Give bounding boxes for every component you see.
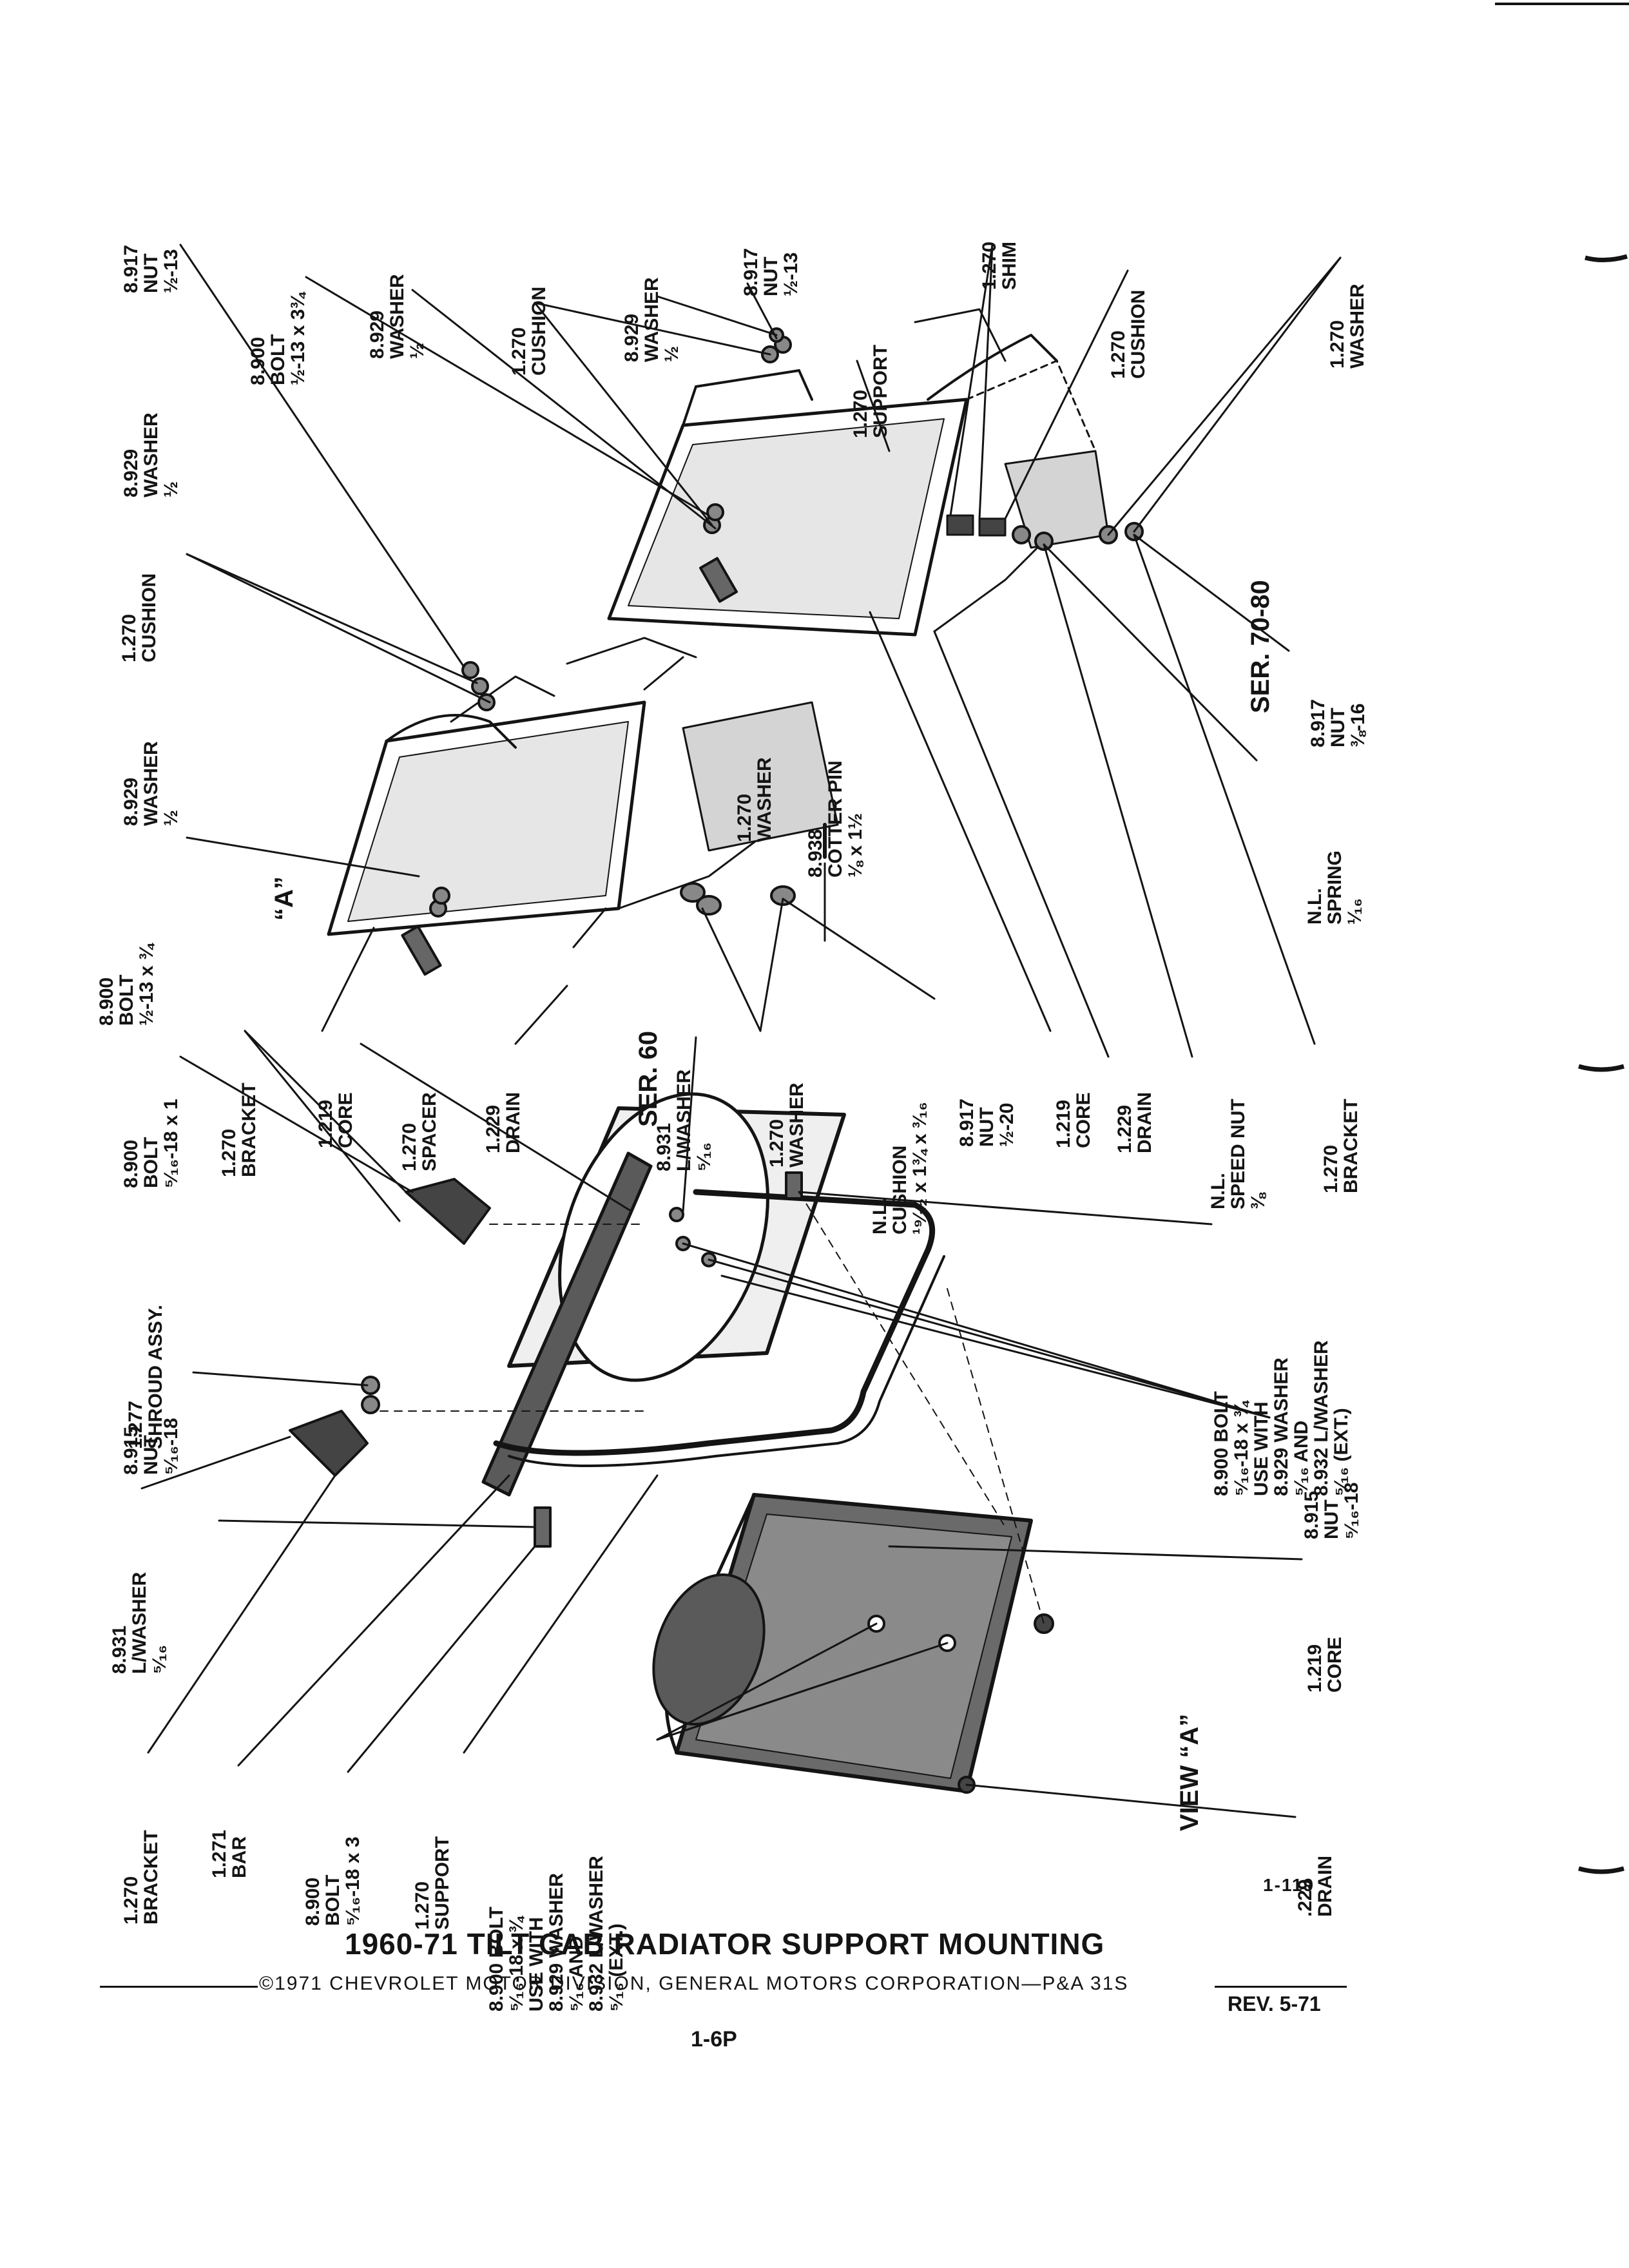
page-number: 1-6P [691, 2027, 737, 2052]
shroud-assembly [289, 1092, 945, 1548]
document-title: 1960-71 TILT CAB RADIATOR SUPPORT MOUNTI… [345, 1927, 1105, 1961]
revision-date: REV. 5-71 [1228, 1992, 1321, 2015]
phantom-lines [380, 1191, 1045, 1624]
ser-70-80-assembly [607, 308, 1144, 691]
view-a-core [652, 1493, 1054, 1794]
rule-left [100, 1986, 258, 1988]
leader-lines [140, 244, 1342, 1818]
rule-right [1215, 1986, 1347, 1988]
figure-number: 1-119 [1263, 1875, 1315, 1895]
ser-60-assembly [327, 637, 839, 976]
copyright-line: ©1971 CHEVROLET MOTOR DIVISION, GENERAL … [259, 1973, 1129, 1994]
